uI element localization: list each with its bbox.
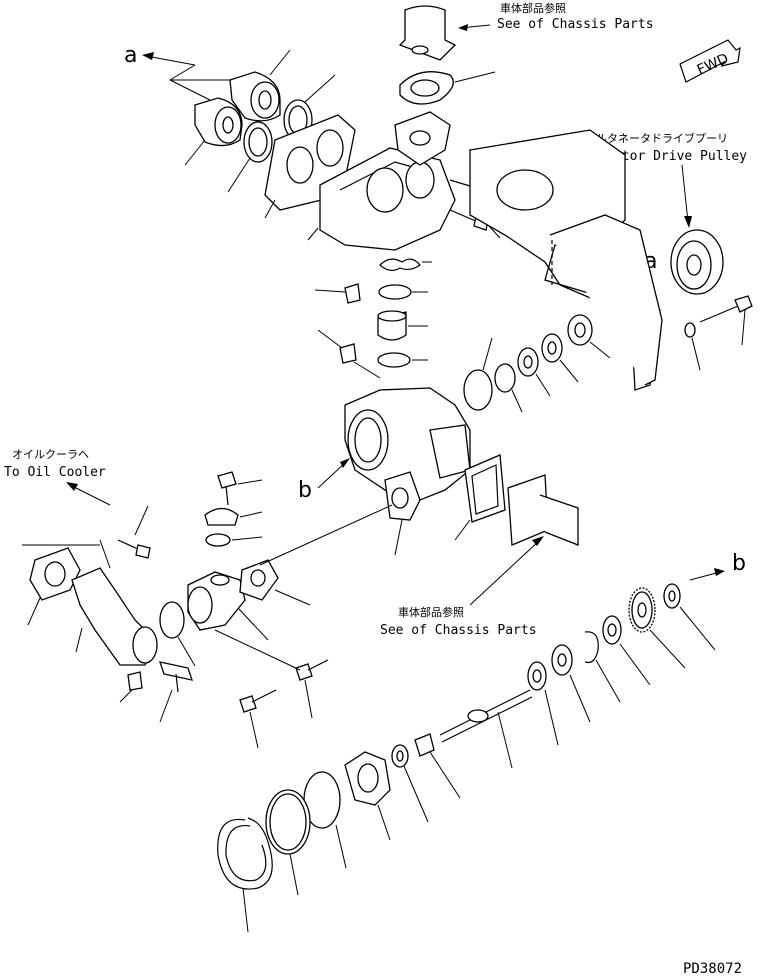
- alternator-label-jp: オルタネータドライブプーリ: [585, 131, 728, 145]
- plug-small: [119, 671, 143, 703]
- bolt-lower-left: [239, 689, 277, 749]
- alternator-drive-pulley: [670, 229, 724, 295]
- oring-squiggle: [379, 258, 432, 271]
- fwd-label: FWD: [695, 51, 731, 79]
- chassis-parts-label-mid-jp: 車体部品参照: [398, 605, 464, 619]
- drain-cock-upper: [314, 283, 361, 304]
- pulley-washer: [684, 322, 701, 371]
- connector-housing: [187, 571, 269, 641]
- thermostat-upper: [229, 49, 291, 122]
- outlet-pipe: [398, 5, 457, 61]
- gear-nut: [663, 583, 716, 651]
- cap-bolt-top: [217, 471, 263, 506]
- front-gasket: [549, 214, 663, 386]
- outlet-elbow-chassis: [507, 474, 579, 546]
- oil-cooler-label-jp: オイルクーラヘ: [12, 448, 89, 461]
- impeller: [344, 751, 391, 841]
- bolt-lower-right: [214, 629, 329, 719]
- pump-oring: [463, 337, 493, 411]
- chassis-parts-label-top-en: See of Chassis Parts: [497, 17, 654, 32]
- pump-bearing-2: [541, 333, 579, 383]
- shaft-seal: [414, 733, 461, 799]
- oil-cooler-label-en: To Oil Cooler: [4, 465, 106, 480]
- snap-ring-large: [217, 817, 273, 933]
- outlet-gasket: [399, 71, 496, 105]
- thermostat-lower: [184, 97, 243, 166]
- drawing-code: PD38072: [683, 961, 742, 977]
- shaft-snap-ring: [584, 631, 621, 703]
- connector-gasket: [239, 504, 393, 606]
- ref-b-left: b: [298, 478, 312, 503]
- water-pump-fitting: [377, 310, 428, 341]
- drain-cock-lower: [317, 329, 381, 379]
- cap-oring: [205, 533, 263, 547]
- pulley-bolt: [699, 295, 753, 346]
- seal-ring-lower: [227, 121, 273, 193]
- chassis-parts-label-top-jp: 車体部品参照: [500, 1, 566, 15]
- oring-1: [378, 284, 428, 300]
- pump-seal-small: [494, 363, 523, 413]
- ref-b-right: b: [732, 551, 746, 576]
- outlet-gasket-square: [454, 454, 506, 541]
- drive-gear: [628, 587, 686, 669]
- oring-2: [377, 352, 428, 368]
- cap-plug: [204, 507, 263, 526]
- fwd-arrow: FWD: [679, 39, 741, 83]
- pump-shaft: [439, 689, 533, 769]
- oil-cooler-elbow: [71, 539, 158, 666]
- elbow-bolt: [117, 505, 151, 559]
- water-pump-body: [344, 387, 471, 556]
- thermostat-housing: [307, 111, 456, 251]
- shaft-bearing-1: [551, 644, 591, 723]
- oil-oring: [159, 601, 196, 667]
- ref-a-left: a: [124, 43, 137, 68]
- impeller-cover-ring: [265, 789, 311, 896]
- shaft-collar: [527, 661, 559, 746]
- chassis-parts-label-mid-en: See of Chassis Parts: [380, 623, 537, 638]
- temp-sensor: [159, 661, 193, 723]
- shaft-oring-small: [391, 744, 429, 823]
- pump-bearing-1: [517, 347, 551, 397]
- pump-hub: [567, 314, 611, 359]
- shaft-bearing-2: [602, 615, 651, 686]
- impeller-oring: [303, 771, 347, 869]
- oil-cooler-gasket: [22, 544, 100, 626]
